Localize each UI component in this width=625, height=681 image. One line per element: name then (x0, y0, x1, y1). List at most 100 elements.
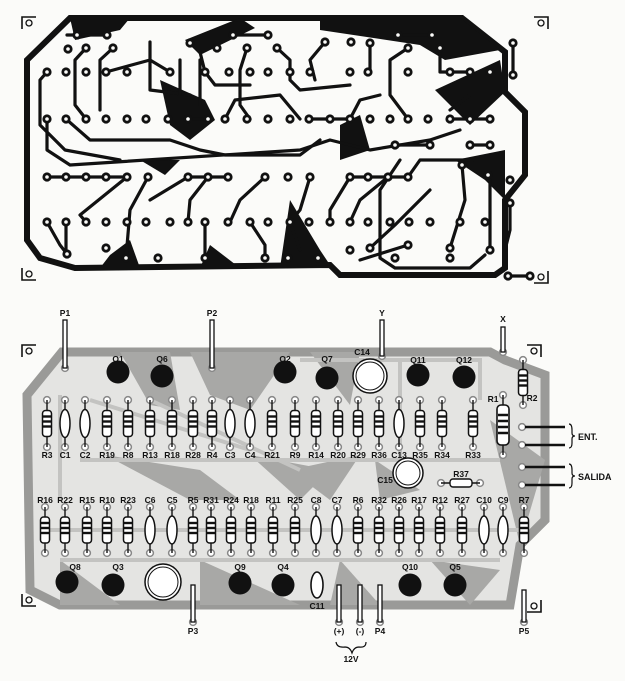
drill-hole (84, 46, 88, 50)
drill-hole (286, 175, 290, 179)
drill-hole (488, 143, 492, 147)
drill-hole (203, 256, 207, 260)
drill-hole (206, 117, 210, 121)
drill-hole (348, 70, 352, 74)
copper-trace (288, 175, 312, 224)
drill-hole (226, 220, 230, 224)
drill-hole (266, 220, 270, 224)
component-label: C2 (80, 450, 91, 460)
resistor (187, 400, 199, 447)
copper-pour (200, 245, 240, 268)
component-label: R14 (308, 450, 324, 460)
component-label: R31 (203, 495, 219, 505)
drill-hole (203, 220, 207, 224)
component-label: R12 (432, 495, 448, 505)
c15-label: C15 (377, 475, 393, 485)
copper-trace (406, 158, 492, 252)
drill-hole (104, 70, 108, 74)
drill-hole (226, 175, 230, 179)
pad (517, 480, 527, 490)
component-label: R25 (287, 495, 303, 505)
drill-hole (45, 175, 49, 179)
capacitor (393, 400, 405, 447)
copper-trace (124, 175, 150, 260)
copper-trace (368, 188, 432, 250)
drill-hole (458, 220, 462, 224)
transistor (398, 573, 422, 597)
component-label: R9 (290, 450, 301, 460)
component-label: C1 (60, 450, 71, 460)
resistor (310, 400, 322, 447)
pin (336, 584, 342, 623)
drill-hole (223, 117, 227, 121)
transistor (228, 571, 252, 595)
component-label: R6 (353, 495, 364, 505)
resistor (205, 507, 217, 553)
drill-hole (388, 220, 392, 224)
corner-registration-mark (21, 594, 36, 607)
drill-hole (146, 175, 150, 179)
component-label: R27 (454, 495, 470, 505)
drill-hole (448, 256, 452, 260)
pin (209, 319, 215, 369)
drill-hole (468, 143, 472, 147)
transistor (101, 573, 125, 597)
corner-registration-mark (21, 344, 36, 357)
drill-hole (406, 243, 410, 247)
resistor (101, 507, 113, 553)
drill-hole (288, 220, 292, 224)
copper-trace (98, 46, 115, 112)
component-label: R4 (207, 450, 218, 460)
pin (190, 584, 196, 623)
drill-hole (105, 33, 109, 37)
resistor (59, 507, 71, 553)
drill-hole (349, 40, 353, 44)
drill-hole (508, 178, 512, 182)
r37-label: R37 (453, 469, 469, 479)
component-label: C9 (498, 495, 509, 505)
resistor (225, 507, 237, 553)
drill-hole (386, 175, 390, 179)
component-label: C10 (476, 495, 492, 505)
component-label: R28 (185, 450, 201, 460)
capacitor (224, 400, 236, 447)
component-label: R22 (57, 495, 73, 505)
electrolytic-inner (355, 361, 385, 391)
copper-pour (160, 80, 215, 140)
drill-hole (266, 70, 270, 74)
resistor (467, 400, 479, 447)
transistor-label: Q6 (156, 354, 168, 364)
drill-hole (328, 220, 332, 224)
transistor (406, 363, 430, 387)
transistor-label: Q4 (277, 562, 289, 572)
resistor-r37 (449, 478, 473, 488)
drill-hole (368, 246, 372, 250)
transistor-label: Q8 (69, 562, 81, 572)
resistor (166, 400, 178, 447)
electrolytic-capacitor (392, 457, 424, 489)
resistor (144, 400, 156, 447)
drill-hole (248, 220, 252, 224)
transistor-label: Q3 (112, 562, 124, 572)
drill-hole (248, 70, 252, 74)
pin-label: P5 (519, 626, 530, 636)
drill-hole (468, 117, 472, 121)
drill-hole (488, 248, 492, 252)
copper-pour (455, 150, 505, 200)
resistor (373, 507, 385, 553)
drill-hole (406, 175, 410, 179)
component-label: R34 (434, 450, 450, 460)
resistor (289, 400, 301, 447)
copper-shadow (330, 560, 380, 605)
pin-label: P1 (60, 308, 71, 318)
component-label: R15 (79, 495, 95, 505)
corner-registration-mark (527, 344, 542, 357)
board-outline (24, 15, 528, 278)
drill-hole (231, 33, 235, 37)
drill-hole (125, 117, 129, 121)
drill-hole (488, 117, 492, 121)
component-label: R18 (243, 495, 259, 505)
drill-hole (308, 70, 312, 74)
pin (62, 319, 68, 369)
pin (500, 326, 506, 353)
